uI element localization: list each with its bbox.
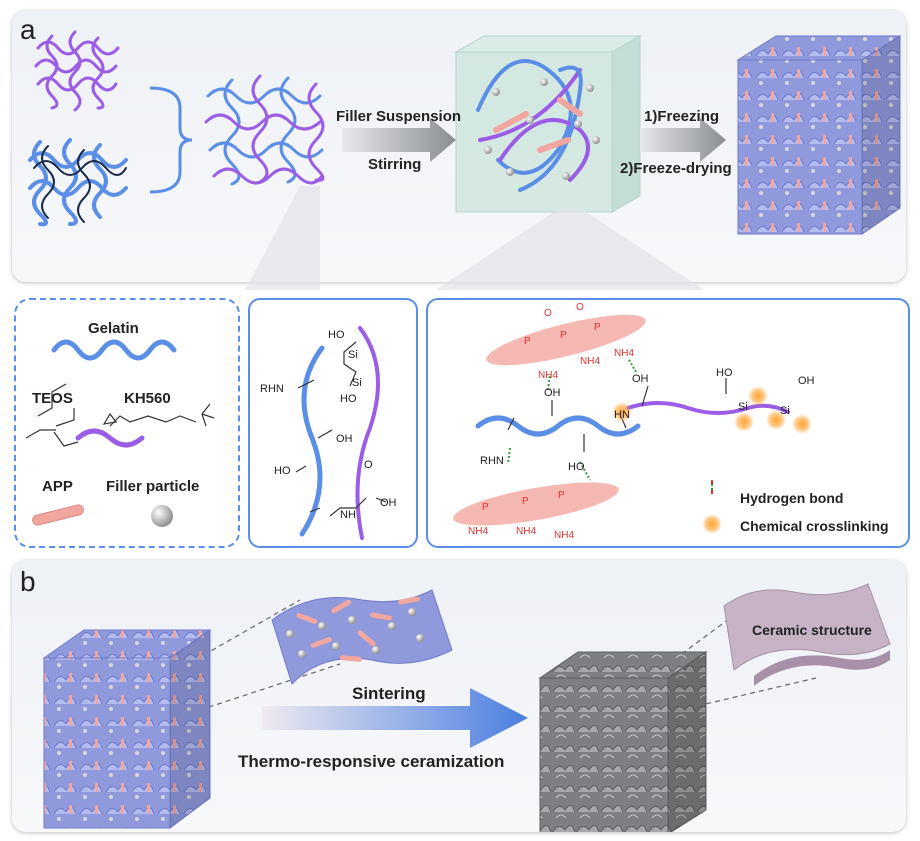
right-p4: P <box>482 502 489 513</box>
foam-cube-b <box>42 629 212 829</box>
structure-box-middle <box>248 298 418 548</box>
mid-ho1: HO <box>274 465 291 477</box>
right-o2: O <box>576 302 584 313</box>
arrow-freezing <box>640 118 726 162</box>
mid-rhn: RHN <box>260 383 284 395</box>
legend-box <box>14 298 240 548</box>
label-freezing: 1)Freezing <box>644 108 720 125</box>
foam-cube-a <box>736 35 902 235</box>
mid-o: O <box>364 459 373 471</box>
right-oh: OH <box>544 387 561 399</box>
label-ceramization: Thermo-responsive ceramization <box>238 752 505 771</box>
label-ceramic-structure: Ceramic structure <box>752 622 872 638</box>
right-p5: P <box>522 496 529 507</box>
mid-oh1: OH <box>336 433 353 445</box>
legend-filler: Filler particle <box>106 478 200 495</box>
zoom-right <box>435 208 705 290</box>
gelatin-icon <box>51 339 177 361</box>
mid-ho-si2: HO <box>340 393 357 405</box>
right-hn: HN <box>614 409 630 421</box>
legend-app: APP <box>42 478 73 495</box>
right-nh4-2: NH4 <box>580 356 600 367</box>
bracket <box>149 86 193 194</box>
panel-b-letter: b <box>20 566 36 597</box>
legend-graphics <box>25 339 215 527</box>
right-p3: P <box>594 322 601 333</box>
app-icon <box>32 504 84 526</box>
label-stirring: Stirring <box>368 156 422 173</box>
purple-network <box>34 30 120 112</box>
composite-sheet <box>271 589 453 685</box>
panel-a-graphics <box>28 30 902 290</box>
ceramic-cube <box>538 651 708 832</box>
mid-nh: NH <box>340 509 356 521</box>
filler-particle-icon <box>151 505 173 527</box>
ceramic-sheet <box>723 583 891 686</box>
right-nh4-4: NH4 <box>468 526 488 537</box>
right-o1: O <box>544 308 552 319</box>
arrow-ceramization <box>262 688 528 748</box>
right-ho3: HO <box>716 367 733 379</box>
mid-ho-si: HO <box>328 329 345 341</box>
mid-si1: Si <box>348 349 358 361</box>
crosslink-icon <box>702 514 722 534</box>
right-nh4-1: NH4 <box>538 370 558 381</box>
panel-b-graphics <box>42 583 891 832</box>
right-p6: P <box>558 490 565 501</box>
right-oh4: OH <box>798 375 815 387</box>
right-nh4-5: NH4 <box>516 526 536 537</box>
label-freeze-drying: 2)Freeze-drying <box>620 160 732 177</box>
mixed-network <box>204 74 325 186</box>
right-oh2: OH <box>632 373 649 385</box>
zoom-left <box>245 186 320 290</box>
glass-cube <box>454 35 642 213</box>
panel-a-letter: a <box>20 14 36 45</box>
right-p2: P <box>560 330 567 341</box>
mid-si2: Si <box>352 377 362 389</box>
right-nh4-3: NH4 <box>614 348 634 359</box>
right-nh4-6: NH4 <box>554 530 574 541</box>
arrow-filler <box>342 118 456 162</box>
right-p1: P <box>524 336 531 347</box>
mid-oh3: OH <box>380 497 397 509</box>
legend-gelatin: Gelatin <box>88 320 139 337</box>
label-filler-suspension: Filler Suspension <box>336 108 462 125</box>
teos-icon <box>25 383 79 447</box>
legend-kh560: KH560 <box>124 390 171 407</box>
legend-chemical-crosslinking: Chemical crosslinking <box>740 518 889 534</box>
right-si2: Si <box>780 405 790 417</box>
right-rhn: RHN <box>480 455 504 467</box>
right-ho: HO <box>568 461 585 473</box>
middle-structure-graphics: RHN OH HO NH OH HO HO Si Si O <box>260 326 397 540</box>
right-structure-graphics: P P P NH4 NH4 NH4 P P P NH4 NH4 NH4 O O … <box>453 302 815 541</box>
legend-hydrogen-bond: Hydrogen bond <box>740 490 844 506</box>
navy-network <box>28 138 128 227</box>
right-si1: Si <box>738 401 748 413</box>
label-sintering: Sintering <box>352 684 426 703</box>
kh560-icon <box>75 403 215 448</box>
